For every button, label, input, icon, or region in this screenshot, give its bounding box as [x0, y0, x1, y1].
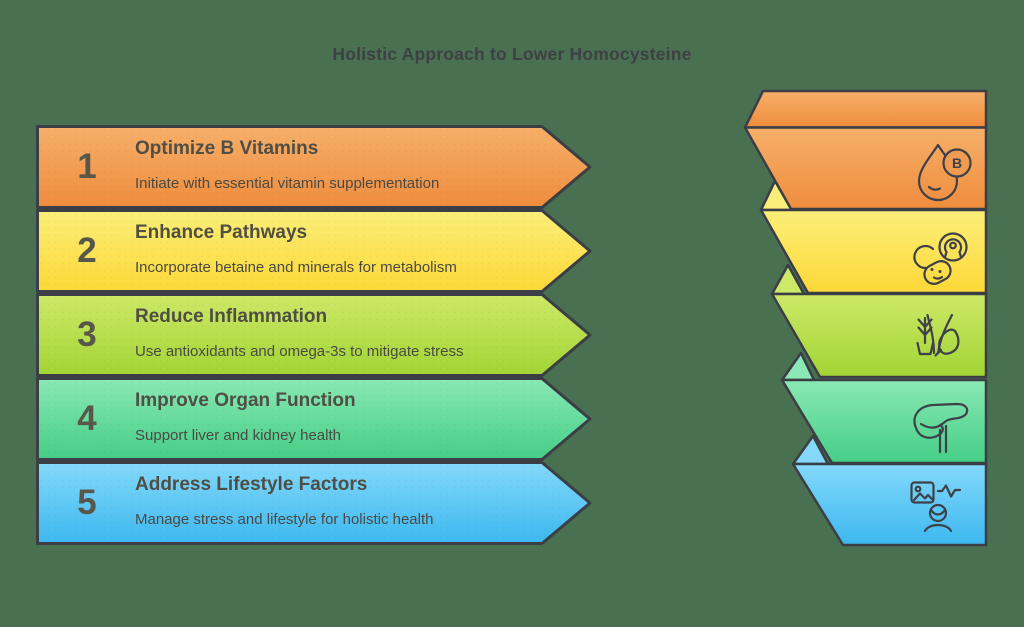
folded-ribbon: B [743, 89, 988, 547]
arrow-banner-shape [36, 293, 592, 377]
arrow-banner-shape [36, 377, 592, 461]
step-description: Incorporate betaine and minerals for met… [135, 259, 457, 276]
step-title: Address Lifestyle Factors [135, 474, 368, 495]
vitamin-drop-icon: B [917, 143, 972, 202]
step-item-3: 3 Reduce Inflammation Use antioxidants a… [36, 293, 596, 377]
ribbon-band-3 [770, 292, 988, 379]
step-number: 1 [77, 147, 97, 186]
arrow-banner-shape [36, 209, 592, 293]
step-number: 3 [77, 315, 97, 354]
step-number: 4 [77, 399, 97, 438]
step-title: Improve Organ Function [135, 390, 356, 411]
step-number: 5 [77, 483, 97, 522]
ribbon-band-5 [791, 462, 988, 547]
liver-icon [913, 402, 969, 454]
step-item-1: 1 Optimize B Vitamins Initiate with esse… [36, 125, 596, 209]
step-item-4: 4 Improve Organ Function Support liver a… [36, 377, 596, 461]
step-number: 2 [77, 231, 97, 270]
ribbon-top-fold [743, 89, 988, 129]
supplement-capsule-icon [913, 232, 968, 285]
page-title: Holistic Approach to Lower Homocysteine [332, 44, 692, 64]
arrow-banner-shape [36, 461, 592, 545]
step-title: Optimize B Vitamins [135, 138, 319, 159]
step-item-2: 2 Enhance Pathways Incorporate betaine a… [36, 209, 596, 293]
badge-letter: B [952, 155, 962, 171]
step-description: Initiate with essential vitamin suppleme… [135, 175, 440, 192]
step-title: Reduce Inflammation [135, 306, 328, 327]
step-item-5: 5 Address Lifestyle Factors Manage stres… [36, 461, 596, 545]
step-description: Use antioxidants and omega-3s to mitigat… [135, 343, 464, 360]
plant-leaf-icon [916, 313, 960, 357]
arrow-banner-shape [36, 125, 592, 209]
step-title: Enhance Pathways [135, 222, 308, 243]
step-description: Manage stress and lifestyle for holistic… [135, 511, 434, 528]
lifestyle-activity-person-icon [910, 481, 962, 533]
steps-list: 1 Optimize B Vitamins Initiate with esse… [36, 125, 596, 545]
step-description: Support liver and kidney health [135, 427, 341, 444]
